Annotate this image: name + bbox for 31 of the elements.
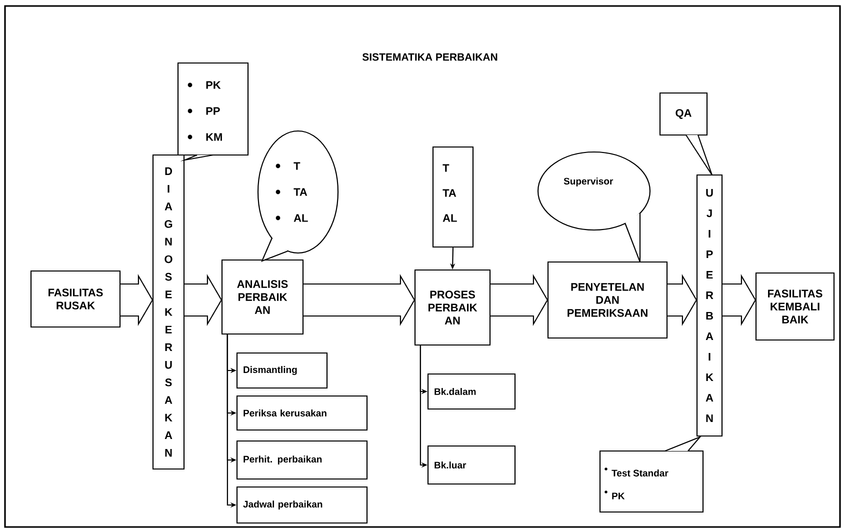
- process-box: PROSES PERBAIK AN: [414, 269, 491, 346]
- block-arrow: [303, 274, 416, 326]
- list-item: TA: [294, 188, 308, 196]
- list-item: T: [294, 162, 300, 170]
- block-arrow: [667, 274, 698, 326]
- process-box: Periksa kerusakan: [236, 395, 368, 431]
- block-arrow: [490, 274, 548, 326]
- block-arrow: [184, 274, 222, 326]
- list-item: TA: [442, 189, 456, 197]
- process-box: FASILITAS KEMBALI BAIK: [755, 272, 835, 341]
- process-box: ANALISIS PERBAIK AN: [221, 259, 304, 335]
- list-item: PK: [612, 492, 625, 500]
- list-item: AL: [294, 214, 308, 222]
- block-arrow: [722, 274, 756, 326]
- process-box: FASILITAS RUSAK: [30, 270, 121, 328]
- stage-bar: DIAGNOSE KERUSAKAN: [152, 154, 185, 470]
- process-box: Perhit. perbaikan: [236, 440, 368, 480]
- process-box: Dismantling: [236, 352, 328, 389]
- list-item: Supervisor: [564, 178, 614, 186]
- list-item: PP: [206, 107, 220, 115]
- list-item: AL: [442, 214, 457, 222]
- list-item: PK: [206, 81, 221, 89]
- process-box: Jadwal perbaikan: [236, 486, 368, 524]
- diagram-title: SISTEMATIKA PERBAIKAN: [362, 53, 498, 61]
- list-item: T: [442, 164, 450, 172]
- block-arrow: [120, 274, 154, 326]
- list-item: Test Standar: [612, 470, 668, 476]
- list-item: KM: [206, 133, 222, 141]
- process-box: PENYETELAN DAN PEMERIKSAAN: [547, 261, 668, 339]
- process-box: Bk.luar: [427, 445, 516, 485]
- process-box: Bk.dalam: [427, 373, 516, 410]
